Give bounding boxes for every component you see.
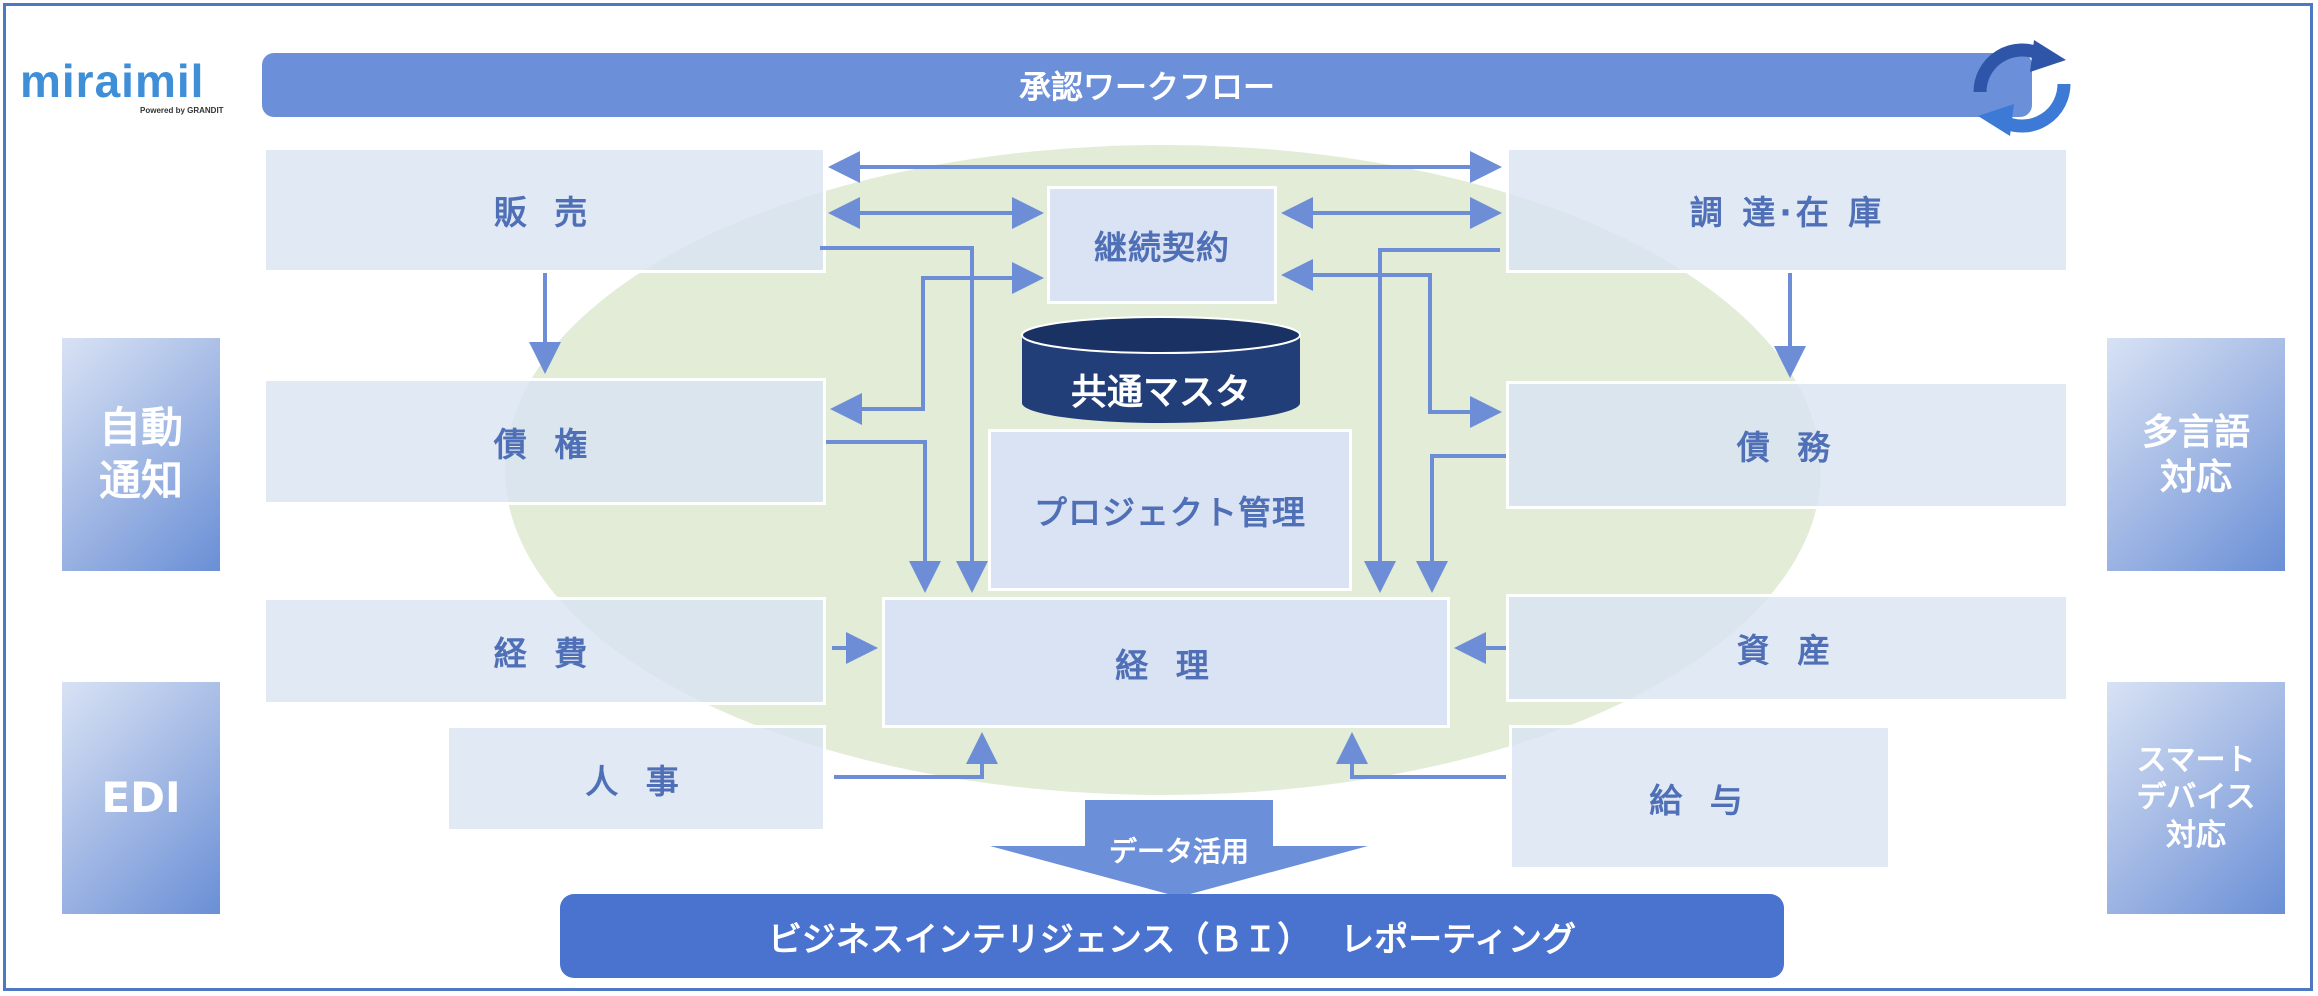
data-usage-label: データ活用	[1108, 835, 1249, 868]
continuous-contract-box: 継続契約	[1047, 186, 1277, 304]
procurement-inventory-box: 調 達·在 庫	[1506, 147, 2069, 273]
payables-box: 債 務	[1506, 381, 2069, 509]
arrow-payables-accounting	[1416, 454, 1506, 593]
edi-box: EDI	[62, 682, 220, 914]
diagram-frame	[3, 3, 2313, 991]
data-usage-arrow	[990, 800, 1368, 897]
bi-reporting-label: ビジネスインテリジェンス（ＢＩ） レポーティング	[767, 919, 1577, 960]
receivables-box: 債 権	[263, 378, 826, 505]
arrow-payroll-accounting	[1336, 732, 1506, 779]
approval-workflow-bar: 承認ワークフロー	[262, 53, 2032, 117]
arrow-sales-accounting	[820, 246, 988, 593]
common-master-label: 共通マスタ	[1070, 372, 1251, 413]
arrow-contract-payables	[1281, 259, 1502, 428]
database-cylinder-icon	[1021, 316, 1301, 423]
auto-notify-box: 自動 通知	[62, 338, 220, 571]
hr-box: 人 事	[446, 725, 826, 832]
project-management-box: プロジェクト管理	[988, 429, 1352, 591]
accounting-box: 経 理	[882, 597, 1450, 728]
smart-device-box: スマート デバイス 対応	[2107, 682, 2285, 914]
logo-wordmark: miraimil	[20, 55, 205, 107]
cycle-arrows-icon	[1973, 40, 2071, 136]
approval-workflow-label: 承認ワークフロー	[1018, 68, 1275, 106]
sales-box: 販 売	[263, 147, 826, 273]
logo: miraimil Powered by GRANDIT	[20, 58, 255, 124]
bi-reporting-bar: ビジネスインテリジェンス（ＢＩ） レポーティング	[560, 894, 1784, 978]
arrow-contract-receivables	[830, 262, 1044, 425]
arrow-procurement-accounting	[1364, 248, 1500, 593]
arrow-receivables-accounting	[826, 440, 941, 593]
assets-box: 資 産	[1506, 594, 2069, 702]
arrow-hr-accounting	[834, 732, 998, 779]
logo-tagline: Powered by GRANDIT	[140, 106, 224, 115]
multilingual-box: 多言語 対応	[2107, 338, 2285, 571]
expenses-box: 経 費	[263, 597, 826, 705]
payroll-box: 給 与	[1509, 725, 1891, 870]
